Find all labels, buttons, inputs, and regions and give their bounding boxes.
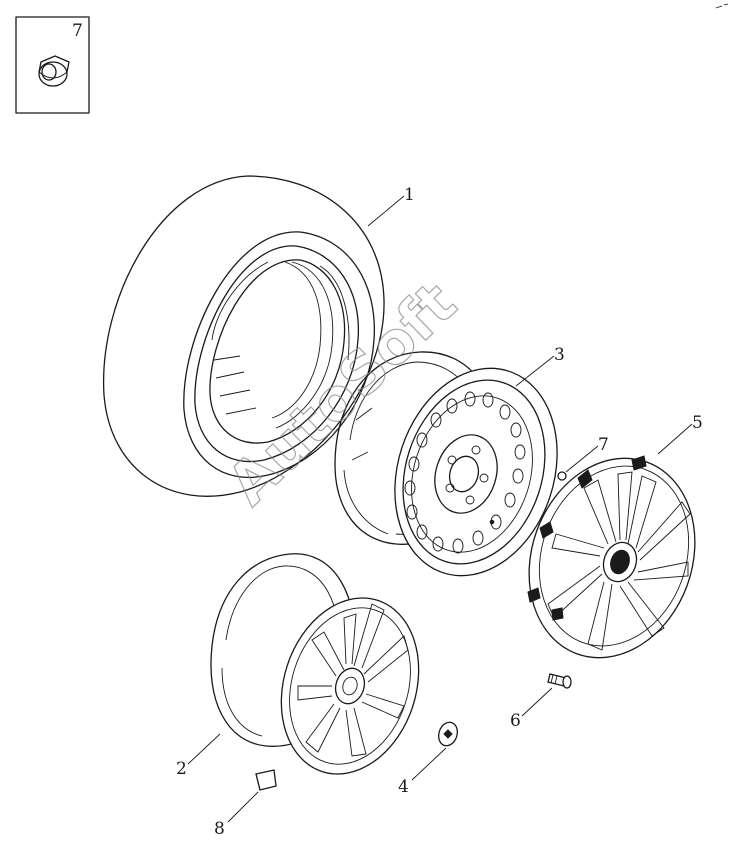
- inset-nut-icon: [38, 55, 70, 87]
- alloy-wheel: [210, 553, 420, 775]
- callout-4: 4: [398, 777, 409, 797]
- callout-6: 6: [510, 711, 521, 731]
- leader-3: [515, 355, 555, 387]
- leader-2: [187, 733, 221, 765]
- wheel-nut: [557, 471, 567, 481]
- leader-6: [521, 687, 553, 717]
- callout-8: 8: [214, 819, 225, 839]
- inset-box: 7: [15, 16, 90, 114]
- steel-wheel: [334, 351, 558, 577]
- valve-stem: [547, 673, 572, 689]
- leader-5: [657, 423, 693, 455]
- inset-label: 7: [72, 21, 83, 41]
- steel-wheel-holes: [404, 391, 526, 554]
- leader-7: [565, 445, 599, 473]
- callout-1: 1: [404, 185, 415, 205]
- balance-weight: [255, 769, 277, 791]
- callout-5: 5: [692, 413, 703, 433]
- leader-8: [227, 791, 259, 823]
- wheel-cover: [527, 455, 696, 659]
- callout-2: 2: [176, 759, 187, 779]
- tire: [102, 175, 385, 497]
- corner-mark: [715, 3, 729, 9]
- callout-3: 3: [554, 345, 565, 365]
- center-cap: [438, 721, 458, 747]
- callout-7: 7: [598, 435, 609, 455]
- leader-4: [411, 747, 447, 781]
- leader-1: [367, 195, 405, 227]
